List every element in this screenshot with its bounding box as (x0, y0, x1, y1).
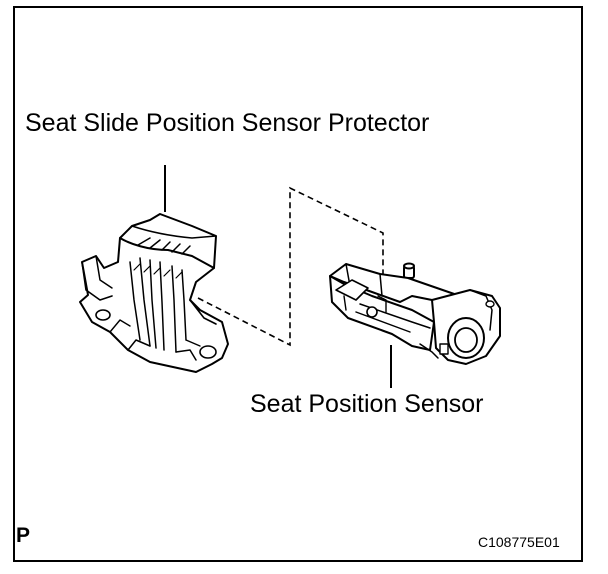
sensor-part (329, 262, 501, 365)
figure-code: C108775E01 (478, 534, 560, 550)
view-marker: P (16, 524, 31, 547)
protector-label: Seat Slide Position Sensor Protector (25, 109, 430, 137)
diagram-frame (13, 6, 583, 562)
install-path-dashed (197, 186, 384, 347)
sensor-label: Seat Position Sensor (250, 390, 484, 418)
protector-part (79, 213, 229, 373)
